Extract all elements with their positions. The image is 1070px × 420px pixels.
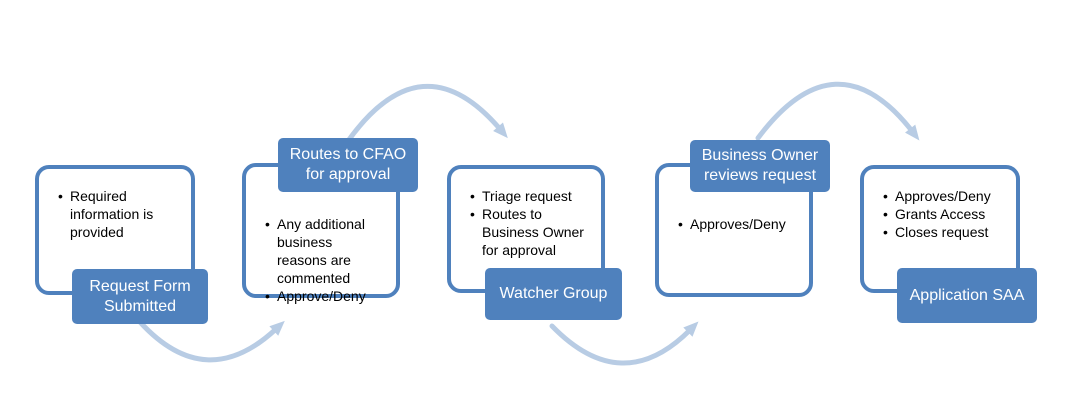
bullet-item: Any additional business reasons are comm… bbox=[264, 215, 374, 287]
curved-arrow-3-icon bbox=[549, 321, 699, 366]
bullet-list: Required information is provided bbox=[39, 169, 191, 241]
bullet-list: Any additional business reasons are comm… bbox=[246, 167, 380, 305]
step-label-watcher-group: Watcher Group bbox=[485, 268, 622, 320]
step-request-form-submitted: Required information is provided Request… bbox=[35, 165, 208, 324]
bullet-list: Triage request Routes to Business Owner … bbox=[451, 169, 603, 259]
step-panel: Required information is provided bbox=[35, 165, 195, 295]
bullet-list: Approves/Deny bbox=[659, 167, 811, 233]
step-application-saa: Approves/Deny Grants Access Closes reque… bbox=[860, 165, 1037, 323]
bullet-item: Grants Access bbox=[882, 205, 1010, 223]
step-label-routes-to-cfao: Routes to CFAO for approval bbox=[278, 138, 418, 192]
bullet-item: Routes to Business Owner for approval bbox=[469, 205, 597, 259]
step-business-owner-reviews: Approves/Deny Business Owner reviews req… bbox=[655, 140, 830, 297]
curved-arrow-4-icon bbox=[755, 81, 920, 141]
bullet-item: Approves/Deny bbox=[882, 187, 1010, 205]
step-label-business-owner-reviews: Business Owner reviews request bbox=[690, 140, 830, 192]
step-routes-to-cfao: Any additional business reasons are comm… bbox=[242, 138, 418, 305]
step-label-request-form-submitted: Request Form Submitted bbox=[72, 269, 208, 324]
bullet-item: Triage request bbox=[469, 187, 597, 205]
bullet-item: Approves/Deny bbox=[677, 215, 805, 233]
curved-arrow-2-icon bbox=[345, 83, 508, 144]
curved-arrow-1-icon bbox=[137, 319, 285, 363]
bullet-item: Approve/Deny bbox=[264, 287, 374, 305]
step-label-application-saa: Application SAA bbox=[897, 268, 1037, 323]
bullet-item: Required information is provided bbox=[57, 187, 185, 241]
step-watcher-group: Triage request Routes to Business Owner … bbox=[447, 165, 622, 320]
bullet-item: Closes request bbox=[882, 223, 1010, 241]
bullet-list: Approves/Deny Grants Access Closes reque… bbox=[864, 169, 1016, 241]
